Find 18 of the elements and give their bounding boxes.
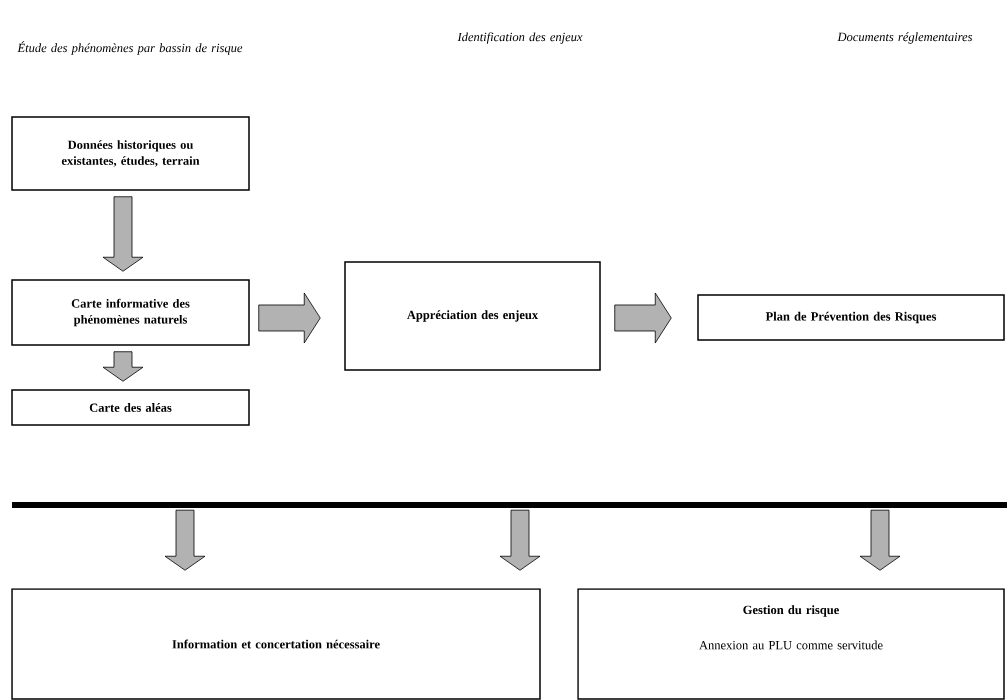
column-heading: Documents réglementaires [837,32,973,44]
block-arrow [859,509,901,571]
column-heading: Étude des phénomènes par bassin de risque [17,41,243,55]
process-box: Appréciation des enjeux [344,261,601,371]
column-heading: Identification des enjeux [457,32,583,44]
block-arrow [102,196,144,272]
process-box: Données historiques ou existantes, études, terrain [11,116,250,191]
process-box: Information et concertation nécessaire [11,588,541,700]
block-arrow [164,509,206,571]
process-box: Gestion du risque Annexion au PLU comme servitude [577,588,1005,700]
block-arrow [614,292,672,344]
thick-bar [12,502,1007,508]
block-arrow [102,351,144,382]
process-box: Carte informative des phénomènes naturels [11,279,250,346]
process-box: Plan de Prévention des Risques [697,294,1005,341]
process-box: Carte des aléas [11,389,250,426]
block-arrow [499,509,541,571]
block-arrow [258,292,321,344]
